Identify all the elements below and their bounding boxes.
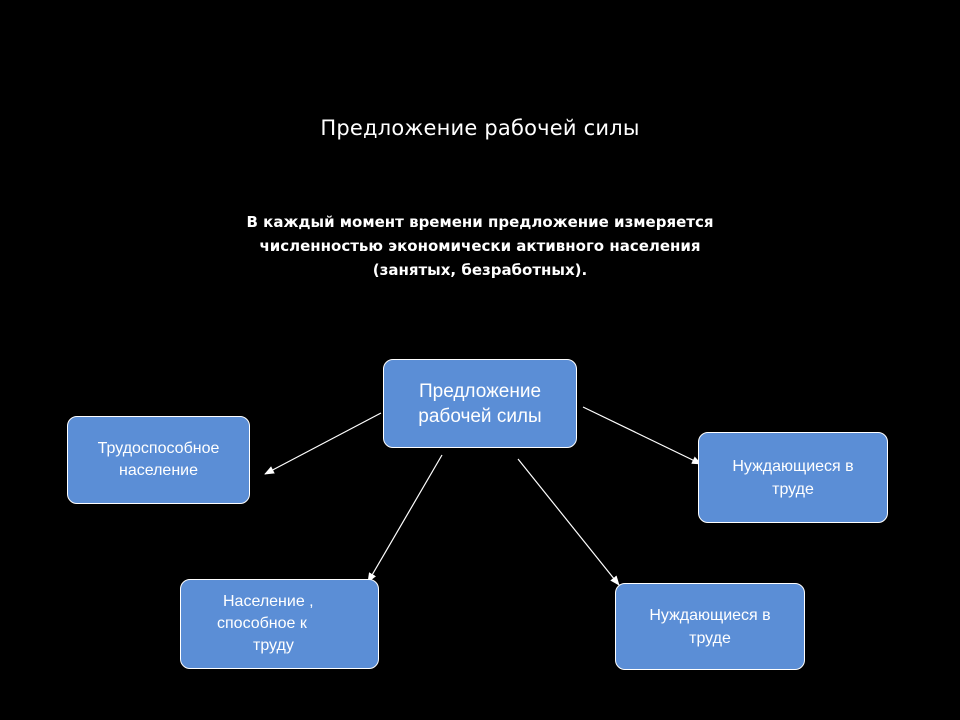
node-population-able-to-work: Население , способное к труду	[180, 579, 379, 669]
slide-subtitle: В каждый момент времени предложение изме…	[200, 210, 760, 282]
slide-title: Предложение рабочей силы	[320, 116, 640, 140]
arrow-to-bottom-left-node	[367, 454, 443, 583]
node-label-line: труду	[253, 637, 294, 654]
node-label-line: способное к	[217, 615, 307, 632]
node-label-line: Трудоспособное	[97, 440, 220, 457]
node-label-line: труде	[772, 480, 814, 498]
node-able-bodied-population: Трудоспособное население	[67, 416, 250, 504]
node-label-line: население	[118, 462, 198, 479]
node-label-line: Население ,	[223, 593, 314, 610]
arrow-to-left-node	[264, 412, 382, 475]
node-label-line: Предложение	[418, 380, 542, 402]
node-labor-supply: Предложение рабочей силы	[383, 359, 577, 448]
subtitle-line: В каждый момент времени предложение изме…	[246, 213, 714, 231]
node-needing-work-right: Нуждающиеся в труде	[698, 432, 888, 523]
node-label-line: труде	[689, 629, 731, 647]
node-needing-work-bottom: Нуждающиеся в труде	[615, 583, 805, 670]
subtitle-line: (занятых, безработных).	[372, 261, 588, 279]
node-label-line: Нуждающиеся в	[732, 457, 854, 475]
node-label-line: рабочей силы	[418, 405, 542, 427]
arrow-to-right-node	[582, 406, 702, 465]
subtitle-line: численностью экономически активного насе…	[259, 237, 701, 255]
arrow-to-bottom-right-node	[517, 458, 620, 586]
node-label-line: Нуждающиеся в	[649, 606, 771, 624]
